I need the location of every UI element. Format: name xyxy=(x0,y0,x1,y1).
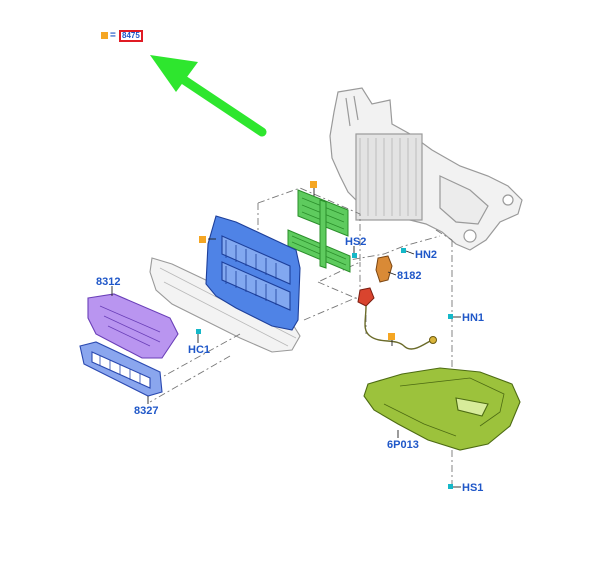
callout-hn2[interactable]: HN2 xyxy=(415,249,438,261)
legend-marker-icon xyxy=(101,32,108,39)
marker-frame-icon xyxy=(199,236,206,243)
connector-markers xyxy=(196,248,453,489)
bracket-orange xyxy=(375,255,393,283)
leader-lines xyxy=(111,188,461,488)
green-arrow-icon xyxy=(150,55,267,137)
callout-8182[interactable]: 8182 xyxy=(397,270,422,282)
upper-grille-purple xyxy=(87,293,179,359)
under-shield xyxy=(363,367,521,451)
shutter-frame-blue xyxy=(205,215,301,331)
radiator-support-frame xyxy=(329,87,523,251)
lower-grille-blue xyxy=(79,341,163,397)
callout-6p013[interactable]: 6P013 xyxy=(387,439,419,451)
callout-hc1[interactable]: HC1 xyxy=(188,344,211,356)
active-grille-shutter xyxy=(287,189,351,273)
callout-hs1[interactable]: HS1 xyxy=(462,482,484,494)
callout-hs2[interactable]: HS2 xyxy=(345,236,367,248)
callout-8327[interactable]: 8327 xyxy=(134,405,159,417)
marker-wiring-icon xyxy=(388,333,395,340)
callout-8312[interactable]: 8312 xyxy=(96,276,121,288)
callout-hn1[interactable]: HN1 xyxy=(462,312,485,324)
legend-part-code[interactable]: 8475 xyxy=(119,30,143,42)
legend-equals: = xyxy=(110,30,116,41)
marker-shutter-icon xyxy=(310,181,317,188)
sensor-wiring xyxy=(357,287,437,350)
